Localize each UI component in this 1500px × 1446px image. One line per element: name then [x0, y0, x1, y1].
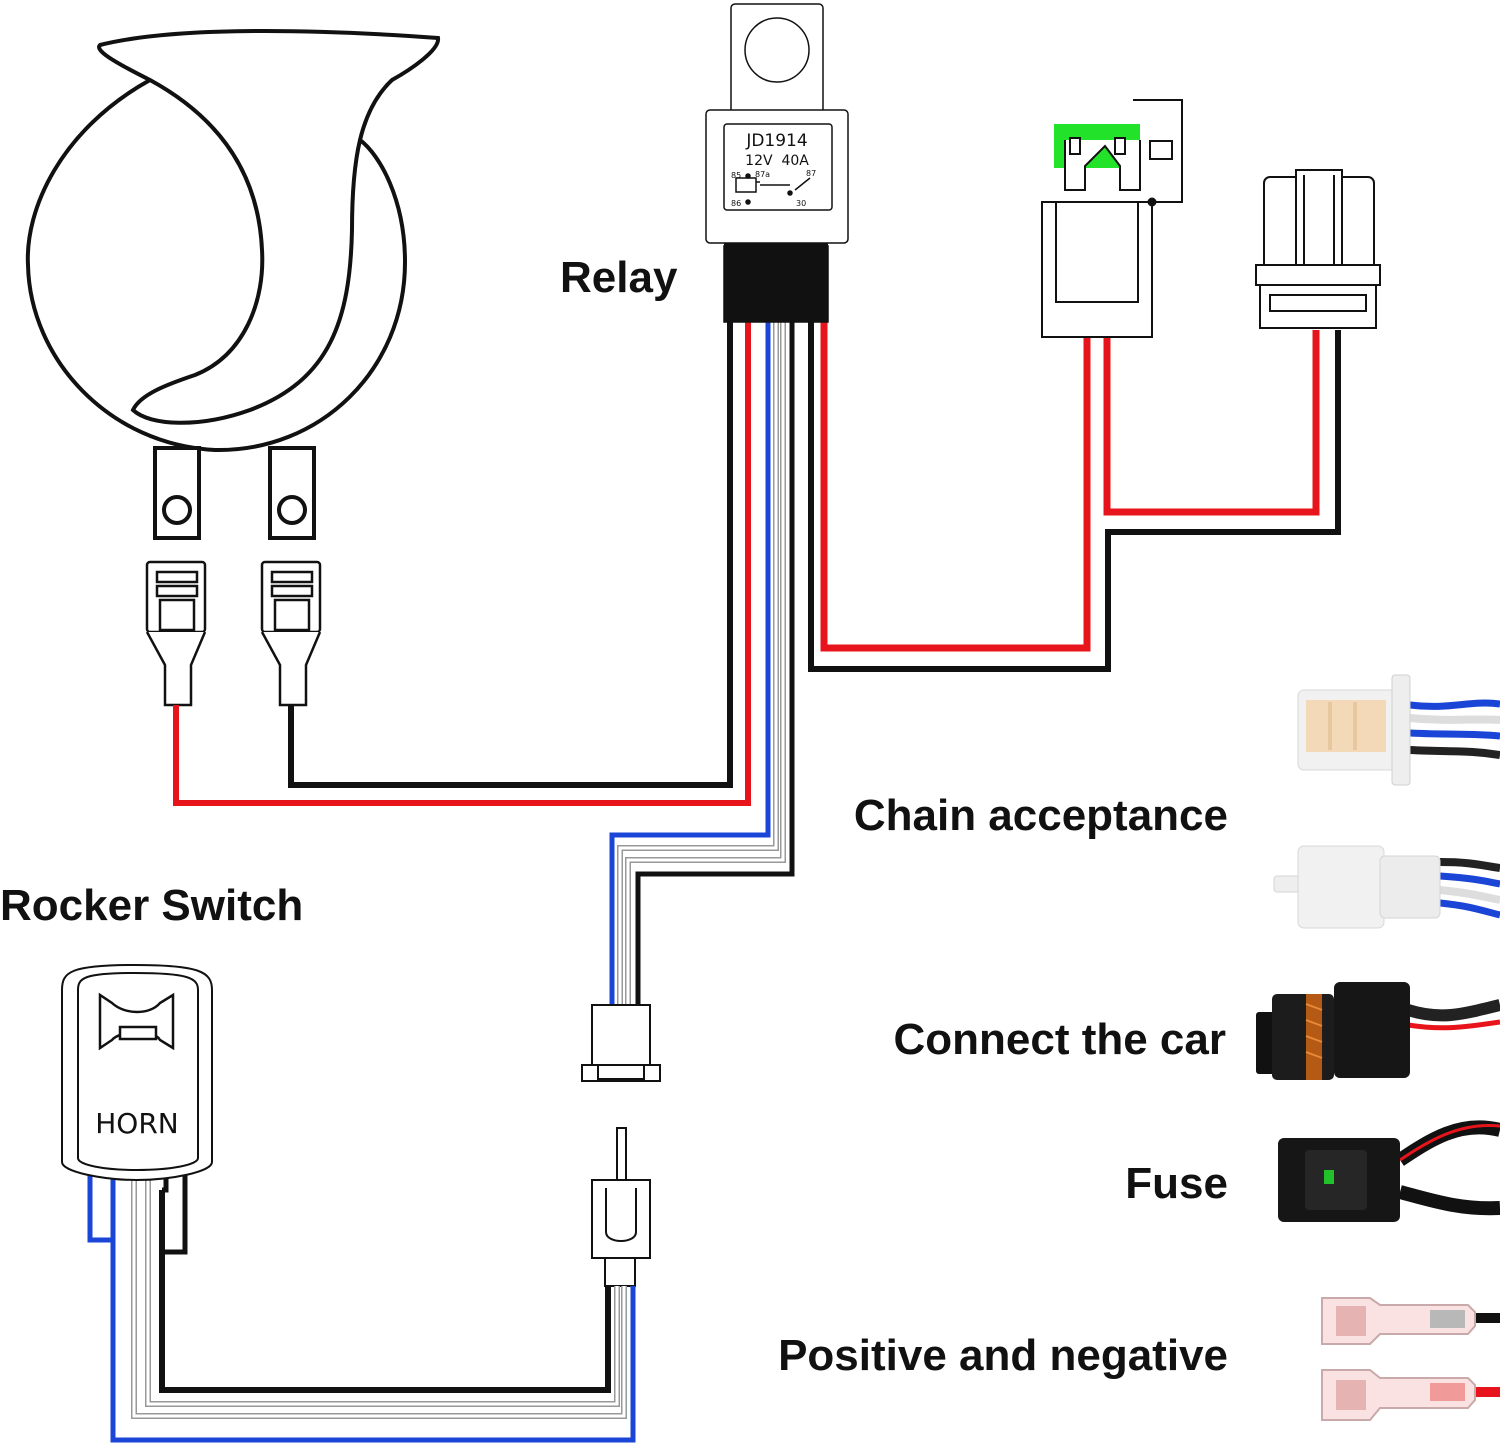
spade-connector-right	[260, 560, 322, 707]
positive-negative-label: Positive and negative	[778, 1331, 1228, 1380]
relay-pin-30: 30	[796, 199, 806, 208]
spade-connector-left	[145, 560, 207, 707]
fuse-holder-photo	[1278, 1120, 1500, 1222]
relay-pin-87a: 87a	[755, 170, 770, 179]
relay-icon	[705, 3, 849, 323]
rocker-switch-icon	[61, 963, 213, 1182]
chain-connector-male	[1273, 845, 1500, 929]
rocker-switch-label: Rocker Switch	[0, 881, 303, 930]
harness-connector-female	[581, 1004, 661, 1082]
fuse-holder-icon	[1041, 99, 1183, 338]
negative-terminal	[1321, 1369, 1500, 1421]
connect-the-car-label: Connect the car	[893, 1015, 1226, 1064]
chain-acceptance-label: Chain acceptance	[854, 791, 1228, 840]
horn-icon	[25, 28, 440, 540]
switch-horn-label: HORN	[95, 1107, 179, 1140]
relay-label: Relay	[560, 253, 678, 302]
relay-model: JD1914	[745, 131, 807, 151]
horn-glyph-icon	[98, 992, 175, 1051]
car-connector	[1256, 982, 1500, 1080]
fuse-label: Fuse	[1125, 1159, 1228, 1208]
relay-pin-86: 86	[731, 199, 741, 208]
power-connector-icon	[1255, 169, 1381, 329]
wires-relay-power	[808, 320, 1341, 672]
wires-horn-relay	[173, 320, 751, 806]
wires-switch-connector	[87, 1169, 636, 1443]
positive-terminal	[1321, 1297, 1500, 1345]
chain-connector-female	[1297, 674, 1500, 786]
relay-pin-87: 87	[806, 169, 816, 178]
relay-pin-85: 85	[731, 171, 741, 180]
wires-relay-switch	[609, 320, 795, 1005]
relay-rating: 12V 40A	[745, 153, 809, 169]
harness-connector-male	[591, 1127, 651, 1287]
